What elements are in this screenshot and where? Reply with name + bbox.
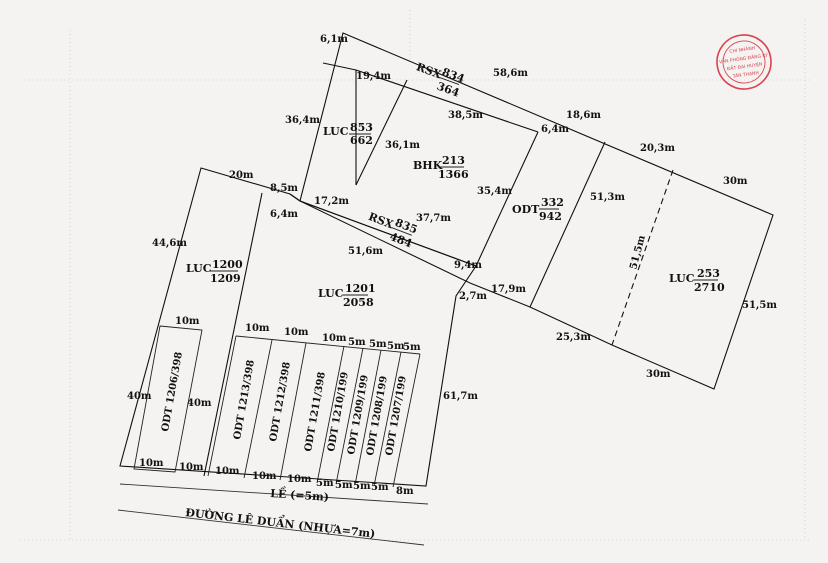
plot-area: 662 (350, 134, 373, 147)
dimension-label: 20m (229, 170, 254, 181)
dimension-label: 51,6m (348, 246, 383, 257)
dimension-label: 5m (353, 481, 371, 492)
plot-code: LUC (318, 287, 344, 300)
plot-code: LUC (186, 262, 212, 275)
dimension-label: 44,6m (152, 238, 187, 249)
plot-label-luc1201: LUC 1201 2058 (318, 282, 376, 309)
boundary (203, 192, 263, 477)
stamp-inner-ring (722, 40, 766, 84)
dimension-label: 10m (287, 474, 312, 485)
dimension-label: 9,4m (454, 260, 482, 271)
dimension-label: 10m (252, 471, 277, 482)
stamp-outer-ring (716, 34, 772, 90)
plot-label-luc1200: LUC 1200 1209 (186, 258, 243, 285)
dimension-label: 5m (348, 337, 366, 348)
plot-code: LUC (323, 125, 349, 138)
plot-label-odt332: ODT 332 942 (512, 196, 564, 223)
subplot-divider (243, 339, 273, 479)
dimension-label: 10m (322, 333, 347, 344)
parcel-outline-lower (119, 167, 477, 487)
subplot-divider (354, 349, 382, 486)
plot-code: ODT (512, 203, 540, 216)
dimension-label: 25,3m (556, 332, 591, 343)
plot-number: 332 (541, 196, 564, 209)
dimension-label: 10m (215, 466, 240, 477)
boundary (529, 141, 606, 308)
dimension-label: 5m (387, 341, 405, 352)
dimension-label: 6,4m (270, 209, 298, 220)
dimension-label: 10m (284, 327, 309, 338)
plot-label-bhk213: BHK 213 1366 (413, 154, 469, 181)
dimension-label: 5m (335, 480, 353, 491)
dashed-boundary (611, 169, 674, 346)
subplot-divider (373, 351, 402, 487)
stamp-text: TÂN THẠNH (731, 69, 759, 80)
plot-area: 942 (539, 210, 562, 223)
subplot-divider (235, 335, 421, 355)
plot-number: 213 (442, 154, 465, 167)
dimension-label: 40m (187, 398, 212, 409)
plot-label-luc853: LUC 853 662 (323, 121, 373, 147)
road-edge (119, 483, 429, 505)
dimension-label: 51,5m (742, 300, 777, 311)
dimension-label: 2,7m (459, 291, 487, 302)
dimension-label: 38,5m (448, 110, 483, 121)
plot-code: LUC (669, 272, 695, 285)
dimension-label: 36,1m (385, 140, 420, 151)
boundary (322, 62, 357, 71)
dimension-label: 10m (245, 323, 270, 334)
subplot-1206 (133, 325, 203, 473)
dimension-label: 8,5m (270, 183, 298, 194)
subplot-divider (316, 345, 345, 484)
plot-label-luc253: LUC 253 2710 (669, 267, 725, 294)
boundary (475, 131, 539, 267)
plot-number: 253 (697, 267, 720, 280)
dimension-label: 10m (139, 458, 164, 469)
subplot-divider (207, 335, 237, 477)
dimension-label: 17,2m (314, 196, 349, 207)
dimension-label: 35,4m (477, 186, 512, 197)
parcel-outline-upper (299, 32, 774, 390)
dimension-label: 6,4m (541, 124, 569, 135)
dimension-label: 58,6m (493, 68, 528, 79)
fraction-bar (438, 76, 460, 86)
fraction-bar (391, 227, 412, 236)
dimension-label: 17,9m (491, 284, 526, 295)
plot-number: 1201 (345, 282, 376, 295)
dimension-label: 30m (723, 176, 748, 187)
dimension-label: 5m (316, 478, 334, 489)
dimension-label: 5m (403, 342, 421, 353)
dimension-label: 51,3m (590, 192, 625, 203)
subplot-divider (279, 342, 307, 481)
dimension-label: 20,3m (640, 143, 675, 154)
stamp-text: CHI NHÁNH (729, 44, 756, 55)
subplot-divider (335, 347, 364, 485)
dimension-label: 6,1m (320, 34, 348, 45)
plot-area: 1209 (210, 272, 241, 285)
road-edge (117, 509, 425, 546)
boundary (355, 69, 539, 133)
boundary (355, 79, 408, 186)
plot-area: 2058 (343, 296, 374, 309)
dimension-label: 18,6m (566, 110, 601, 121)
dimension-label: 8m (396, 486, 414, 497)
plot-number: 1200 (212, 258, 243, 271)
plot-code: BHK (413, 159, 443, 172)
dimension-label: 5m (371, 482, 389, 493)
dimension-label: 61,7m (443, 391, 478, 402)
dimension-label: 10m (179, 462, 204, 473)
dimension-label: 10m (175, 316, 200, 327)
dimension-label: 40m (127, 391, 152, 402)
plot-area: 2710 (694, 281, 725, 294)
dimension-label: 19,4m (356, 71, 391, 82)
subplot-divider (392, 353, 421, 488)
dimension-label: 5m (369, 339, 387, 350)
dimension-label: 30m (646, 369, 671, 380)
dimension-label: 36,4m (285, 115, 320, 126)
plot-number: 853 (350, 121, 373, 134)
dimension-label: 37,7m (416, 213, 451, 224)
plot-area: 1366 (438, 168, 469, 181)
road-label-le: LỀ (=5m) (270, 485, 330, 504)
